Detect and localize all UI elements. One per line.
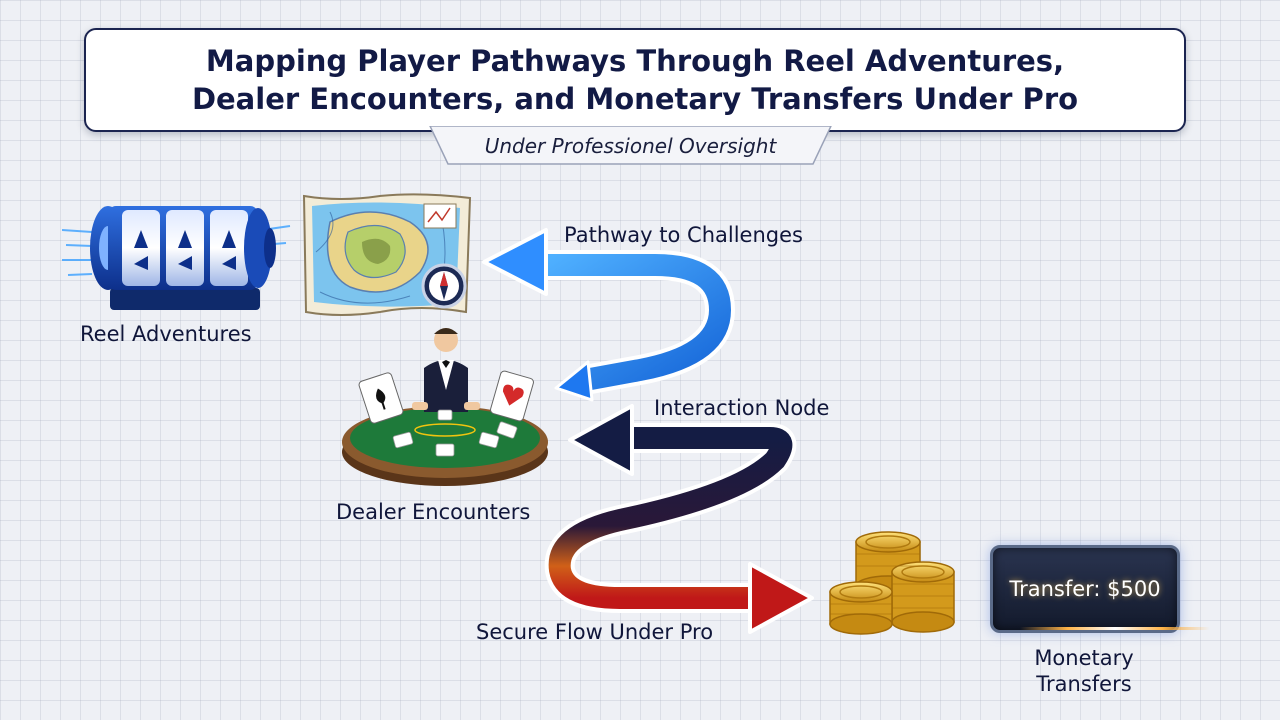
- navy-red-pathway-arrow: [544, 404, 814, 634]
- monetary-transfers-label-line-1: Monetary: [1034, 646, 1134, 670]
- gold-coins-icon: [829, 531, 955, 635]
- slot-reel-icon: [62, 206, 291, 310]
- arrow-label-middle: Interaction Node: [654, 396, 830, 420]
- glow-accent: [1020, 627, 1210, 630]
- playing-card-icon: [490, 370, 534, 422]
- monetary-transfers-label-line-2: Transfers: [1036, 672, 1132, 696]
- reel-adventures-label: Reel Adventures: [80, 322, 252, 346]
- subtitle-tab: [429, 126, 832, 165]
- blue-pathway-arrow: [482, 228, 735, 402]
- title-line-1: Mapping Player Pathways Through Reel Adv…: [205, 44, 1065, 78]
- arrow-label-bottom: Secure Flow Under Pro: [476, 620, 714, 644]
- title-line-2: Dealer Encounters, and Monetary Transfer…: [191, 82, 1079, 116]
- title-box: Mapping Player Pathways Through Reel Adv…: [84, 28, 1186, 132]
- monetary-transfers-label: Monetary Transfers: [1010, 645, 1158, 697]
- playing-card-icon: [358, 372, 404, 424]
- arrow-label-top: Pathway to Challenges: [564, 223, 803, 247]
- subtitle: Under Professionel Oversight: [484, 134, 777, 158]
- transfer-display: Transfer: $500: [990, 545, 1180, 633]
- transfer-amount: Transfer: $500: [1009, 577, 1161, 601]
- compass-icon: [421, 263, 467, 309]
- dealer-encounters-label: Dealer Encounters: [336, 500, 531, 524]
- dealer-table-icon: [342, 328, 548, 486]
